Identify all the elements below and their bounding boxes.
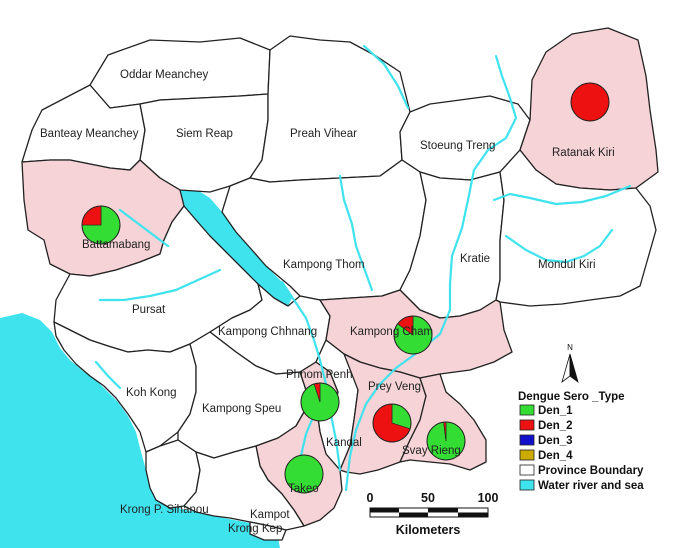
label-takeo: Takeo <box>288 483 319 495</box>
pie-outline-takeo <box>284 454 324 494</box>
label-kratie: Kratie <box>460 253 490 265</box>
legend-swatch-province-boundary <box>519 464 535 476</box>
label-koh-kong: Koh Kong <box>126 387 177 399</box>
label-kampong-thom: Kampong Thom <box>283 259 365 271</box>
province-krong-kep <box>249 521 287 541</box>
scale-tick-0: 0 <box>367 491 374 505</box>
province-mondul-kiri <box>495 149 657 307</box>
label-kampong-cham: Kampong Cham <box>350 326 433 338</box>
north-arrow: N <box>561 343 579 384</box>
tonle-sap-river <box>280 280 342 472</box>
scale-bar: 0 50 100 Kilometers <box>367 491 499 537</box>
srepok-river <box>504 228 614 264</box>
legend-label-den-3: Den_3 <box>538 435 573 447</box>
northern-tributary <box>362 44 410 110</box>
legend-label-water: Water river and sea <box>538 480 644 492</box>
sea-water <box>0 313 280 548</box>
province-preah-vihear <box>249 35 411 183</box>
label-kampot: Kampot <box>250 509 290 521</box>
north-label: N <box>567 343 573 352</box>
stung-pursat-river <box>98 268 222 302</box>
label-pursat: Pursat <box>132 304 166 316</box>
legend-label-den-4: Den_4 <box>538 450 573 462</box>
legend-swatch-den-1 <box>519 404 535 416</box>
label-kandal: Kandal <box>326 437 362 449</box>
scale-bar-seg-1 <box>370 508 399 513</box>
north-arrow-right-half <box>569 353 579 384</box>
label-svay-rieng: Svay Rieng <box>402 445 461 457</box>
scale-tick-100: 100 <box>478 491 499 505</box>
scale-bar-seg-2 <box>399 512 428 517</box>
tonle-sap-lake <box>178 188 292 306</box>
legend-title: Dengue Sero _Type <box>518 391 625 403</box>
pie-outline-prey-veng <box>372 403 412 443</box>
scale-tick-50: 50 <box>421 491 435 505</box>
label-battamabang: Battamabang <box>82 239 150 251</box>
label-kampong-chhnang: Kampong Chhnang <box>218 326 317 338</box>
label-siem-reap: Siem Reap <box>176 128 233 140</box>
stung-sen-river <box>338 174 374 292</box>
legend: Dengue Sero _Type Den_1 Den_2 Den_3 Den_… <box>518 391 644 492</box>
scale-bar-seg-3 <box>428 508 458 513</box>
label-phnom-penh: Phnom Penh <box>286 369 353 381</box>
legend-label-den-1: Den_1 <box>538 405 573 417</box>
label-kampong-speu: Kampong Speu <box>202 403 281 415</box>
river-layer <box>94 44 632 492</box>
province-labels: Oddar Meanchey Banteay Meanchey Siem Rea… <box>40 69 615 535</box>
label-oddar-meanchey: Oddar Meanchey <box>120 69 208 81</box>
legend-swatch-water <box>519 479 535 491</box>
label-preah-vihear: Preah Vihear <box>290 128 357 140</box>
coastal-river <box>94 360 122 390</box>
legend-swatch-den-3 <box>519 434 535 446</box>
legend-label-den-2: Den_2 <box>538 420 573 432</box>
pie-outline-kampong-cham <box>393 315 433 355</box>
label-mondul-kiri: Mondul Kiri <box>538 259 596 271</box>
pie-outline-svay-rieng <box>426 421 466 461</box>
scale-bar-seg-4 <box>458 512 488 517</box>
label-prey-veng: Prey Veng <box>368 381 421 393</box>
legend-label-province-boundary: Province Boundary <box>538 465 644 477</box>
sesan-river <box>492 184 632 206</box>
mekong-river <box>344 54 518 492</box>
legend-swatch-den-2 <box>519 419 535 431</box>
pie-outline-battamabang <box>81 205 121 245</box>
legend-swatch-den-4 <box>519 449 535 461</box>
north-arrow-left-half <box>561 353 571 384</box>
label-krong-p-sihanou: Krong P. Sihanou <box>120 504 209 516</box>
label-ratanak-kiri: Ratanak Kiri <box>552 147 615 159</box>
serotype-pies <box>81 82 610 494</box>
western-river <box>118 208 170 248</box>
label-stoeung-treng: Stoeung Treng <box>420 140 495 152</box>
label-banteay-meanchey: Banteay Meanchey <box>40 128 139 140</box>
scale-unit: Kilometers <box>396 523 461 537</box>
pie-outline-phnom-penh <box>300 382 340 422</box>
label-krong-kep: Krong Kep <box>228 523 282 535</box>
pie-outline-ratanak-kiri <box>570 82 610 122</box>
